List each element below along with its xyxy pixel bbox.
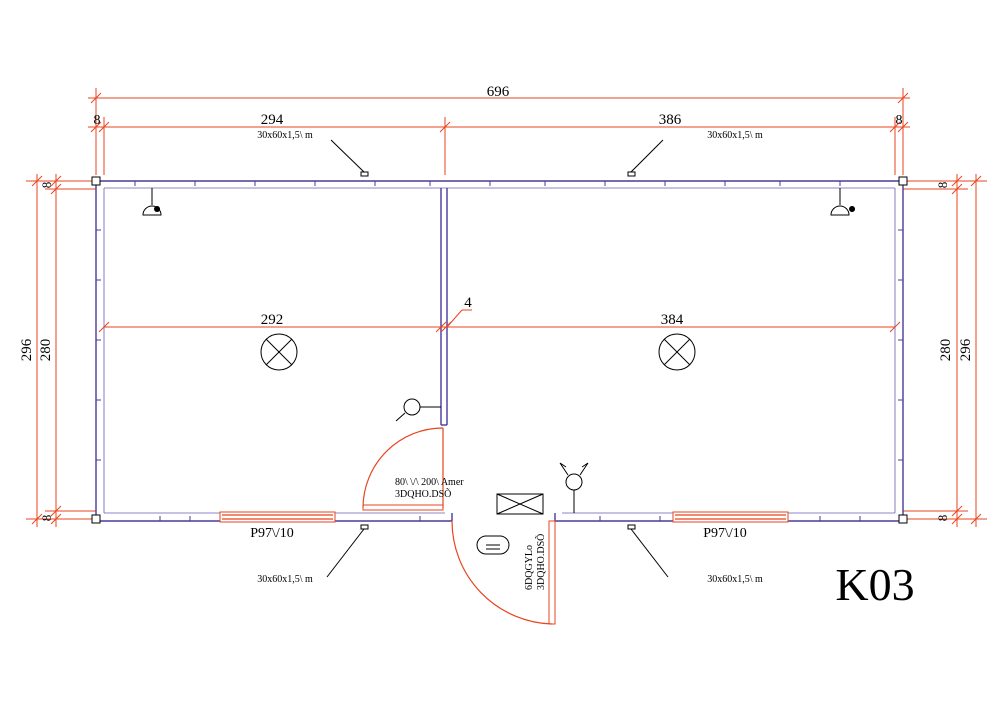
dim-inner-depth-right: 280 — [938, 339, 954, 362]
dim-right-room-outer: 386 — [659, 112, 682, 128]
rotated-label-line2: 3DQHO.DSÕ — [535, 534, 547, 590]
dim-left-room-outer: 294 — [261, 112, 284, 128]
ceiling-light-icon — [658, 333, 696, 371]
ceiling-light-icon — [260, 333, 298, 371]
side-dimension-lines — [26, 174, 987, 527]
dim-outer-depth-right: 296 — [958, 338, 974, 361]
vent-marker-bottom-left — [326, 524, 369, 578]
vent-label-bottom-left: 30x60x1,5\ m — [257, 574, 313, 585]
switch-icon — [395, 398, 441, 422]
dim-right-room-inner: 384 — [661, 312, 684, 328]
dim-partition: 4 — [464, 295, 472, 311]
vent-label-top-right: 30x60x1,5\ m — [707, 130, 763, 141]
partition-wall — [440, 188, 448, 426]
dim-inner-depth-left: 280 — [38, 339, 54, 362]
exterior-walls — [91, 176, 908, 524]
plan-code: K03 — [835, 559, 914, 610]
window-label-right: P97\/10 — [703, 526, 747, 541]
entrance-door — [451, 513, 556, 625]
rotated-label-line1: 6DQGYLo — [524, 545, 535, 590]
dim-left-room-inner: 292 — [261, 312, 284, 328]
socket-icon — [559, 462, 589, 513]
dim-wall-top-right: 8 — [935, 182, 950, 189]
window-right — [672, 511, 789, 523]
dim-wall-right: 8 — [896, 113, 903, 128]
dim-wall-top-left: 8 — [39, 182, 54, 189]
dim-wall-left: 8 — [94, 113, 101, 128]
toilet-icon — [476, 535, 510, 555]
vent-label-bottom-right: 30x60x1,5\ m — [707, 574, 763, 585]
dim-overall-width: 696 — [487, 84, 510, 100]
wall-lamp-icon — [830, 188, 856, 216]
vent-marker-bottom-right — [627, 524, 669, 578]
dim-wall-bottom-right: 8 — [935, 515, 950, 522]
door-label-line1: 80\ \/\ 200\ Amer — [395, 477, 464, 488]
vent-marker-top-left — [330, 139, 369, 177]
vent-label-top-left: 30x60x1,5\ m — [257, 130, 313, 141]
window-left — [219, 511, 336, 523]
door-swing-icon — [362, 427, 444, 511]
vent-marker-top-right — [627, 139, 664, 177]
dim-outer-depth-left: 296 — [19, 338, 35, 361]
heater-icon — [496, 493, 544, 515]
top-dimension-lines — [88, 88, 910, 175]
wall-lamp-icon — [142, 188, 162, 216]
dim-wall-bottom-left: 8 — [39, 515, 54, 522]
door-label-line2: 3DQHO.DSÕ — [395, 488, 451, 500]
inner-dimension-line — [98, 309, 901, 333]
window-label-left: P97\/10 — [250, 526, 294, 541]
